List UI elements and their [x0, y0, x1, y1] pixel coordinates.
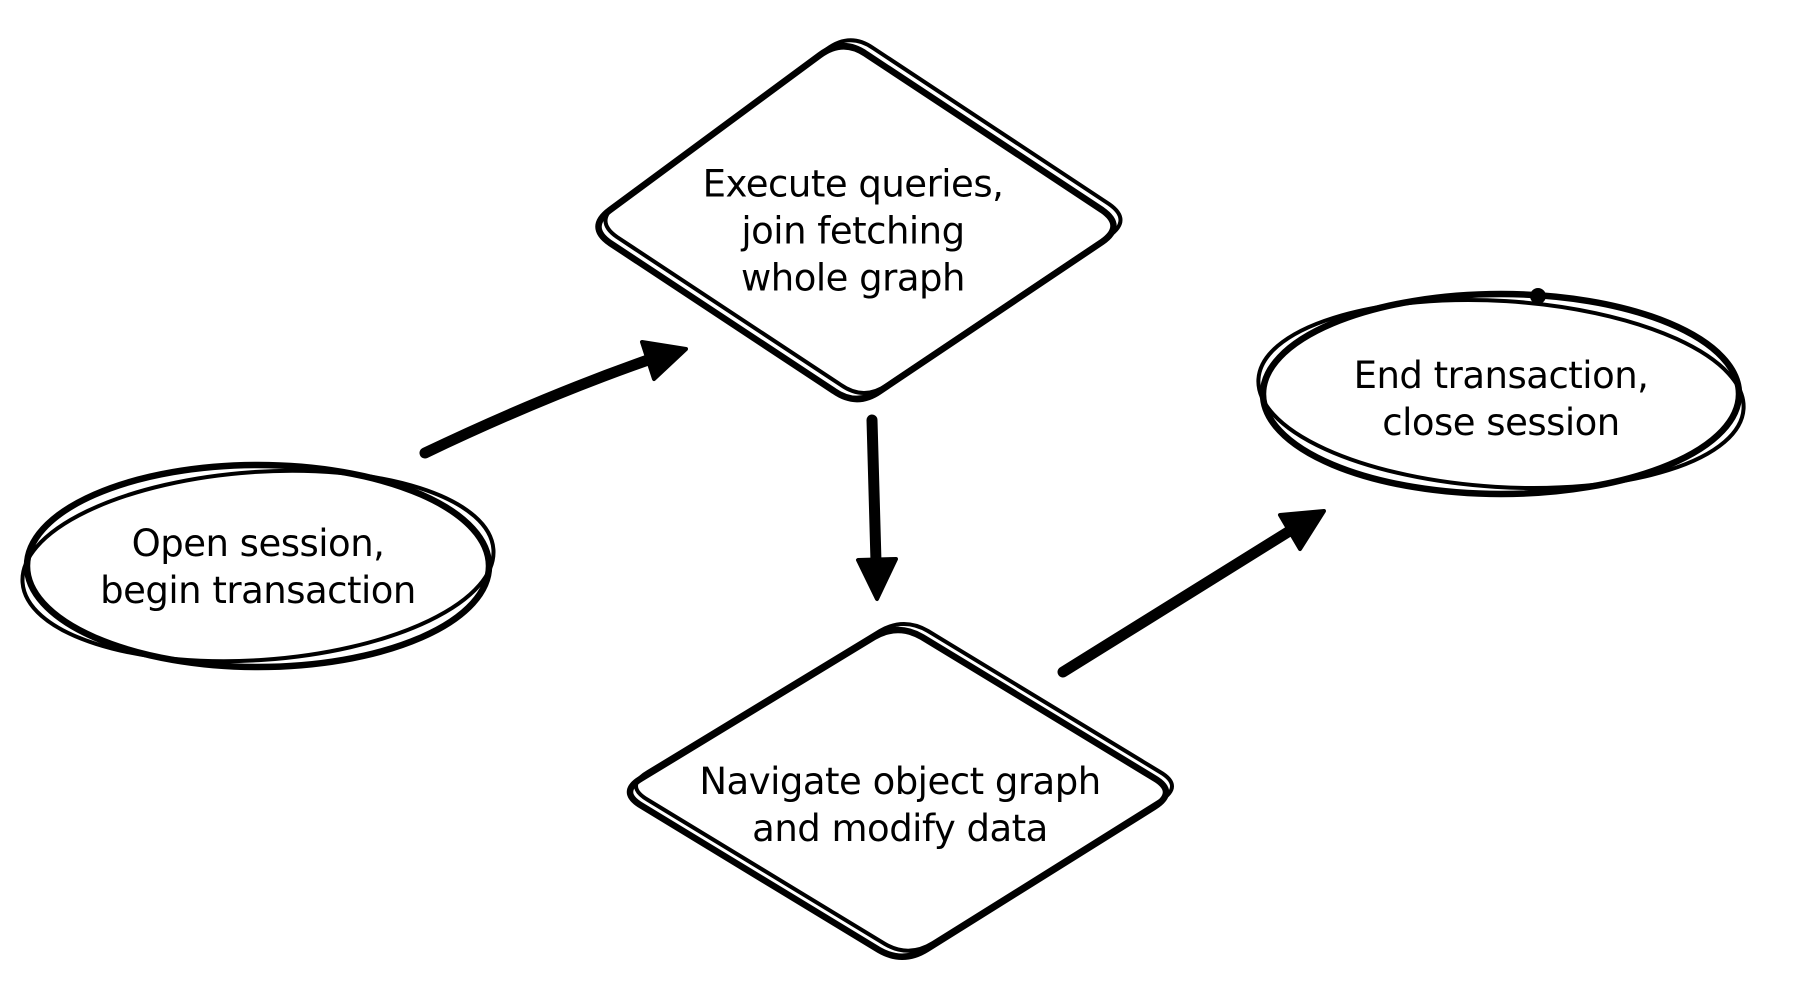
stroke-overlap-dot: [1530, 288, 1546, 304]
arrowhead-icon: [856, 557, 898, 601]
arrow-shaft: [866, 414, 882, 568]
edge-execute-to-navigate: [856, 414, 898, 601]
label-line: Navigate object graph: [699, 760, 1101, 803]
node-navigate-modify-shape: [626, 622, 1174, 960]
ellipse-outline-echo: [20, 468, 496, 664]
label-line: close session: [1382, 401, 1620, 444]
node-execute-queries-label: Execute queries, join fetching whole gra…: [703, 161, 1004, 302]
arrow-shaft: [1057, 526, 1294, 678]
node-end-transaction-shape: [1256, 288, 1746, 498]
arrowhead-icon: [640, 340, 688, 381]
label-line: End transaction,: [1353, 354, 1649, 397]
ellipse-outline-echo: [1256, 297, 1746, 491]
node-open-session-shape: [20, 461, 496, 671]
ellipse-outline: [1259, 290, 1743, 498]
node-navigate-modify-label: Navigate object graph and modify data: [699, 758, 1101, 852]
edge-open-to-execute: [419, 340, 688, 459]
diamond-outline-echo: [634, 622, 1174, 953]
label-line: join fetching: [741, 209, 965, 253]
arrowhead-icon: [1278, 509, 1326, 551]
node-end-transaction-label: End transaction, close session: [1354, 352, 1649, 446]
label-line: Execute queries,: [702, 162, 1004, 206]
arrow-shaft: [419, 354, 654, 459]
label-line: whole graph: [741, 256, 965, 300]
label-line: Open session,: [131, 522, 385, 565]
label-line: begin transaction: [100, 569, 416, 612]
node-execute-queries-shape: [595, 38, 1123, 403]
edge-navigate-to-end: [1057, 509, 1326, 678]
label-line: and modify data: [752, 807, 1048, 850]
diamond-outline-echo: [603, 38, 1123, 395]
node-open-session-label: Open session, begin transaction: [100, 520, 416, 614]
